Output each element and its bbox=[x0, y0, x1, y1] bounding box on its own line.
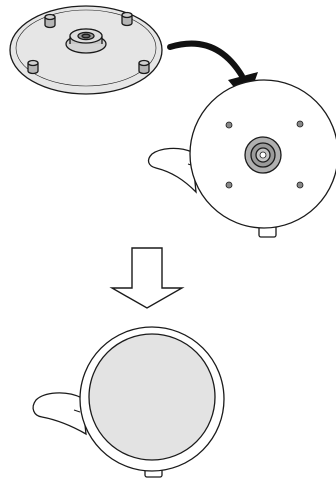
appliance-handle bbox=[32, 392, 87, 436]
base-plate bbox=[9, 5, 163, 95]
base-plate-foot-bottom-right bbox=[138, 59, 150, 75]
down-arrow-icon bbox=[109, 247, 185, 309]
mounting-hole bbox=[296, 181, 304, 189]
mounting-hole bbox=[225, 121, 233, 129]
mounting-hole bbox=[296, 120, 304, 128]
base-plate-hub bbox=[65, 28, 107, 54]
base-plate-foot-top-left bbox=[44, 13, 56, 29]
base-plate-foot-bottom-left bbox=[27, 59, 39, 75]
appliance-bottom-view bbox=[147, 79, 336, 238]
appliance-assembled-view bbox=[32, 326, 225, 478]
mounting-hole bbox=[225, 181, 233, 189]
attached-base-plate bbox=[88, 333, 216, 461]
base-plate-foot-top-right bbox=[121, 11, 133, 27]
base-plate-inner-rim bbox=[15, 9, 157, 87]
center-connector bbox=[244, 136, 282, 174]
appliance-handle bbox=[147, 147, 197, 194]
